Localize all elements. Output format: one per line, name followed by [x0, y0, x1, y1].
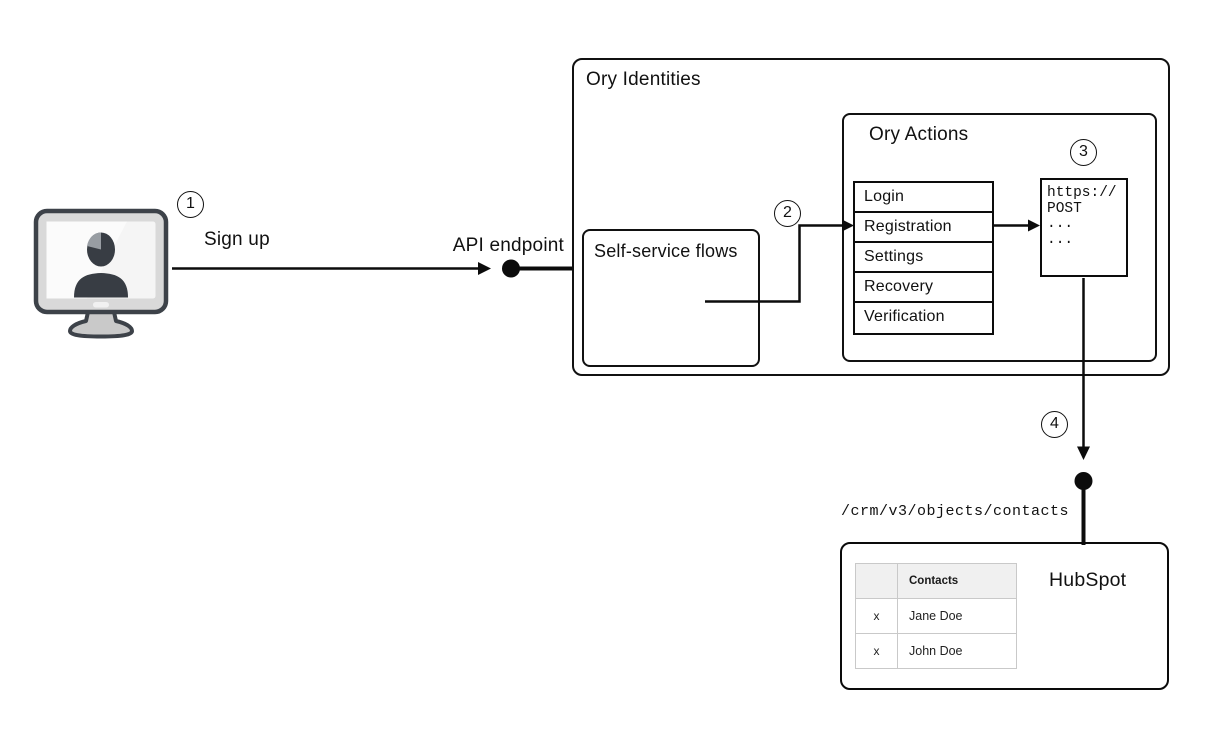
- api-endpoint-node: [502, 259, 572, 278]
- ory-identities-title: Ory Identities: [586, 69, 701, 90]
- signup-arrow: [172, 262, 491, 275]
- ory-actions-title: Ory Actions: [869, 124, 969, 145]
- flow-row-verification: Verification: [864, 308, 945, 325]
- step-2-number: 2: [783, 204, 792, 221]
- user-monitor-icon: [33, 208, 169, 339]
- arrowhead-right: [478, 262, 491, 275]
- hubspot-contacts-table: Contacts x Jane Doe x John Doe: [855, 563, 1017, 669]
- step-3-number: 3: [1079, 143, 1088, 160]
- step-4-badge: 4: [1041, 411, 1068, 438]
- self-service-flows-box: Self-service flows: [582, 229, 760, 367]
- flow-row-login: Login: [855, 183, 992, 213]
- contact-checkbox-mark: x: [855, 598, 898, 634]
- hubspot-title: HubSpot: [1049, 569, 1127, 591]
- webhook-request-box: https:// POST ... ...: [1040, 178, 1128, 277]
- endpoint-dot: [1074, 472, 1093, 490]
- self-service-flows-title: Self-service flows: [594, 241, 738, 261]
- code-line-method: POST: [1047, 200, 1082, 217]
- step-1-number: 1: [186, 195, 195, 212]
- flow-row-recovery: Recovery: [855, 273, 992, 303]
- code-line-dots-1: ...: [1047, 216, 1074, 232]
- step-2-badge: 2: [774, 200, 801, 227]
- code-line-dots-2: ...: [1047, 231, 1074, 248]
- hubspot-endpoint-node: [1074, 472, 1093, 545]
- head-highlight: [87, 232, 101, 250]
- arrowhead-down: [1077, 446, 1090, 460]
- code-line-url: https://: [1047, 185, 1117, 201]
- monitor-stand: [68, 310, 134, 339]
- flow-row-settings: Settings: [855, 243, 992, 273]
- flow-row-registration: Registration: [855, 213, 992, 243]
- self-service-flow-list: Login Registration Settings Recovery Ver…: [853, 181, 994, 335]
- contact-name: John Doe: [897, 633, 1017, 669]
- sign-up-label: Sign up: [204, 229, 270, 250]
- step-4-number: 4: [1050, 415, 1059, 432]
- step-3-badge: 3: [1070, 139, 1097, 166]
- step-1-badge: 1: [177, 191, 204, 218]
- endpoint-dot: [502, 259, 520, 278]
- contact-row: x John Doe: [855, 633, 1017, 669]
- user-silhouette-shoulders: [74, 273, 128, 298]
- contact-checkbox-mark: x: [855, 633, 898, 669]
- contacts-header-label: Contacts: [897, 563, 1017, 599]
- monitor-power-button: [93, 302, 109, 308]
- contact-name: Jane Doe: [897, 598, 1017, 634]
- crm-endpoint-path-label: /crm/v3/objects/contacts: [841, 503, 1070, 520]
- contacts-header-row: Contacts: [855, 563, 1017, 599]
- contact-row: x Jane Doe: [855, 598, 1017, 634]
- api-endpoint-label: API endpoint: [452, 235, 564, 256]
- contacts-header-empty: [855, 563, 898, 599]
